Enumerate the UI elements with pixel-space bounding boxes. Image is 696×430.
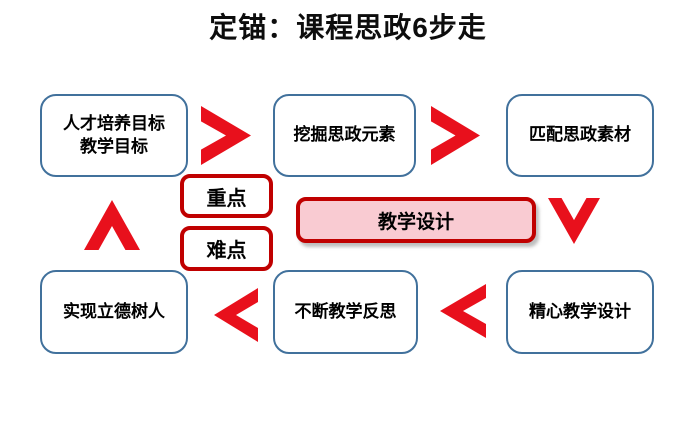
node-label-line1: 人才培养目标 bbox=[63, 114, 165, 134]
chevron-up-icon bbox=[84, 200, 140, 250]
chevron-down-icon bbox=[548, 198, 600, 244]
chevron-right-icon bbox=[431, 106, 480, 165]
chevron-left-icon bbox=[214, 288, 258, 342]
node-careful-teaching-design: 精心教学设计 bbox=[506, 270, 654, 354]
node-match-ideological-materials: 匹配思政素材 bbox=[506, 94, 654, 177]
node-continuous-teaching-reflection: 不断教学反思 bbox=[273, 270, 418, 354]
node-label: 精心教学设计 bbox=[529, 301, 631, 321]
page-title: 定锚：课程思政6步走 bbox=[209, 12, 487, 43]
node-label: 实现立德树人 bbox=[63, 301, 165, 321]
badge-key-point: 重点 bbox=[180, 174, 273, 218]
node-achieve-moral-education: 实现立德树人 bbox=[40, 270, 188, 354]
node-label-line2: 教学目标 bbox=[80, 136, 148, 156]
node-label: 不断教学反思 bbox=[294, 301, 397, 321]
node-label: 挖掘思政元素 bbox=[293, 125, 396, 145]
node-mine-ideological-elements: 挖掘思政元素 bbox=[273, 94, 416, 177]
badge-label: 难点 bbox=[206, 240, 247, 262]
node-label: 匹配思政素材 bbox=[529, 125, 631, 145]
teaching-design-box: 教学设计 bbox=[296, 197, 536, 243]
node-talent-training-goal: 人才培养目标 教学目标 bbox=[40, 94, 188, 177]
chevron-left-icon bbox=[440, 284, 486, 338]
badge-label: 重点 bbox=[206, 187, 247, 210]
badge-difficult-point: 难点 bbox=[180, 226, 273, 271]
teaching-design-label: 教学设计 bbox=[377, 211, 454, 233]
chevron-right-icon bbox=[201, 106, 251, 165]
